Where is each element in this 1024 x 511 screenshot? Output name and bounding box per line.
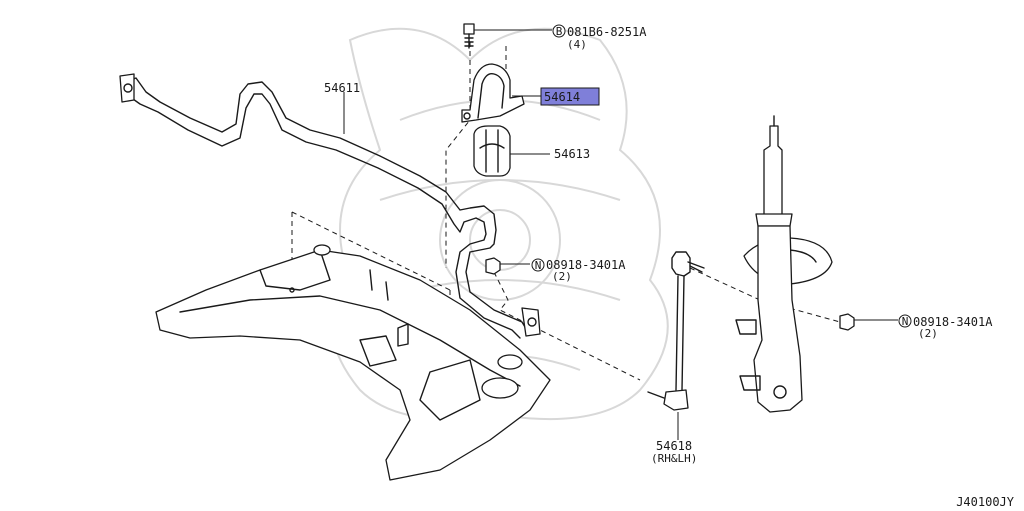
label-bolt-b: B 081B6-8251A (4) (552, 24, 647, 51)
nut2-part-number: 08918-3401A (913, 315, 993, 329)
label-nut-n1: N 08918-3401A (2) (531, 258, 626, 283)
part-54618-number: 54618 (656, 439, 692, 453)
part-54614-number: 54614 (544, 90, 580, 104)
label-54618[interactable]: 54618 (RH&LH) (651, 439, 697, 465)
stabilizer-link[interactable] (647, 251, 705, 411)
part-54611-number: 54611 (324, 81, 360, 95)
label-54614[interactable]: 54614 (540, 87, 600, 106)
nut1-part-number: 08918-3401A (546, 258, 626, 272)
symbol-n2: N (902, 315, 909, 328)
leader-lines (343, 29, 898, 440)
strut-nut[interactable] (839, 313, 855, 331)
stabilizer-nut[interactable] (485, 257, 501, 275)
diagram-code: J40100JY (956, 495, 1015, 509)
strut-assembly[interactable] (735, 115, 833, 413)
bolt-qty: (4) (567, 38, 587, 51)
label-54611[interactable]: 54611 (324, 81, 360, 95)
bolt-part-number: 081B6-8251A (567, 25, 647, 39)
symbol-n1-circle (531, 258, 545, 272)
part-54618-note: (RH&LH) (651, 452, 697, 465)
bushing-clamp[interactable] (461, 63, 525, 123)
nut2-qty: (2) (918, 327, 938, 340)
stabilizer-bar[interactable] (119, 73, 541, 339)
symbol-b-circle (552, 24, 566, 38)
label-nut-n2: N 08918-3401A (2) (898, 314, 993, 340)
highlight-box (540, 87, 600, 106)
part-54613-number: 54613 (554, 147, 590, 161)
label-54613[interactable]: 54613 (554, 147, 590, 161)
front-subframe (155, 244, 551, 481)
nut1-qty: (2) (552, 270, 572, 283)
symbol-n2-circle (898, 314, 912, 328)
bushing[interactable] (473, 125, 511, 177)
symbol-n1: N (535, 259, 542, 272)
mount-bolt[interactable] (463, 23, 475, 49)
symbol-b: B (556, 25, 563, 38)
